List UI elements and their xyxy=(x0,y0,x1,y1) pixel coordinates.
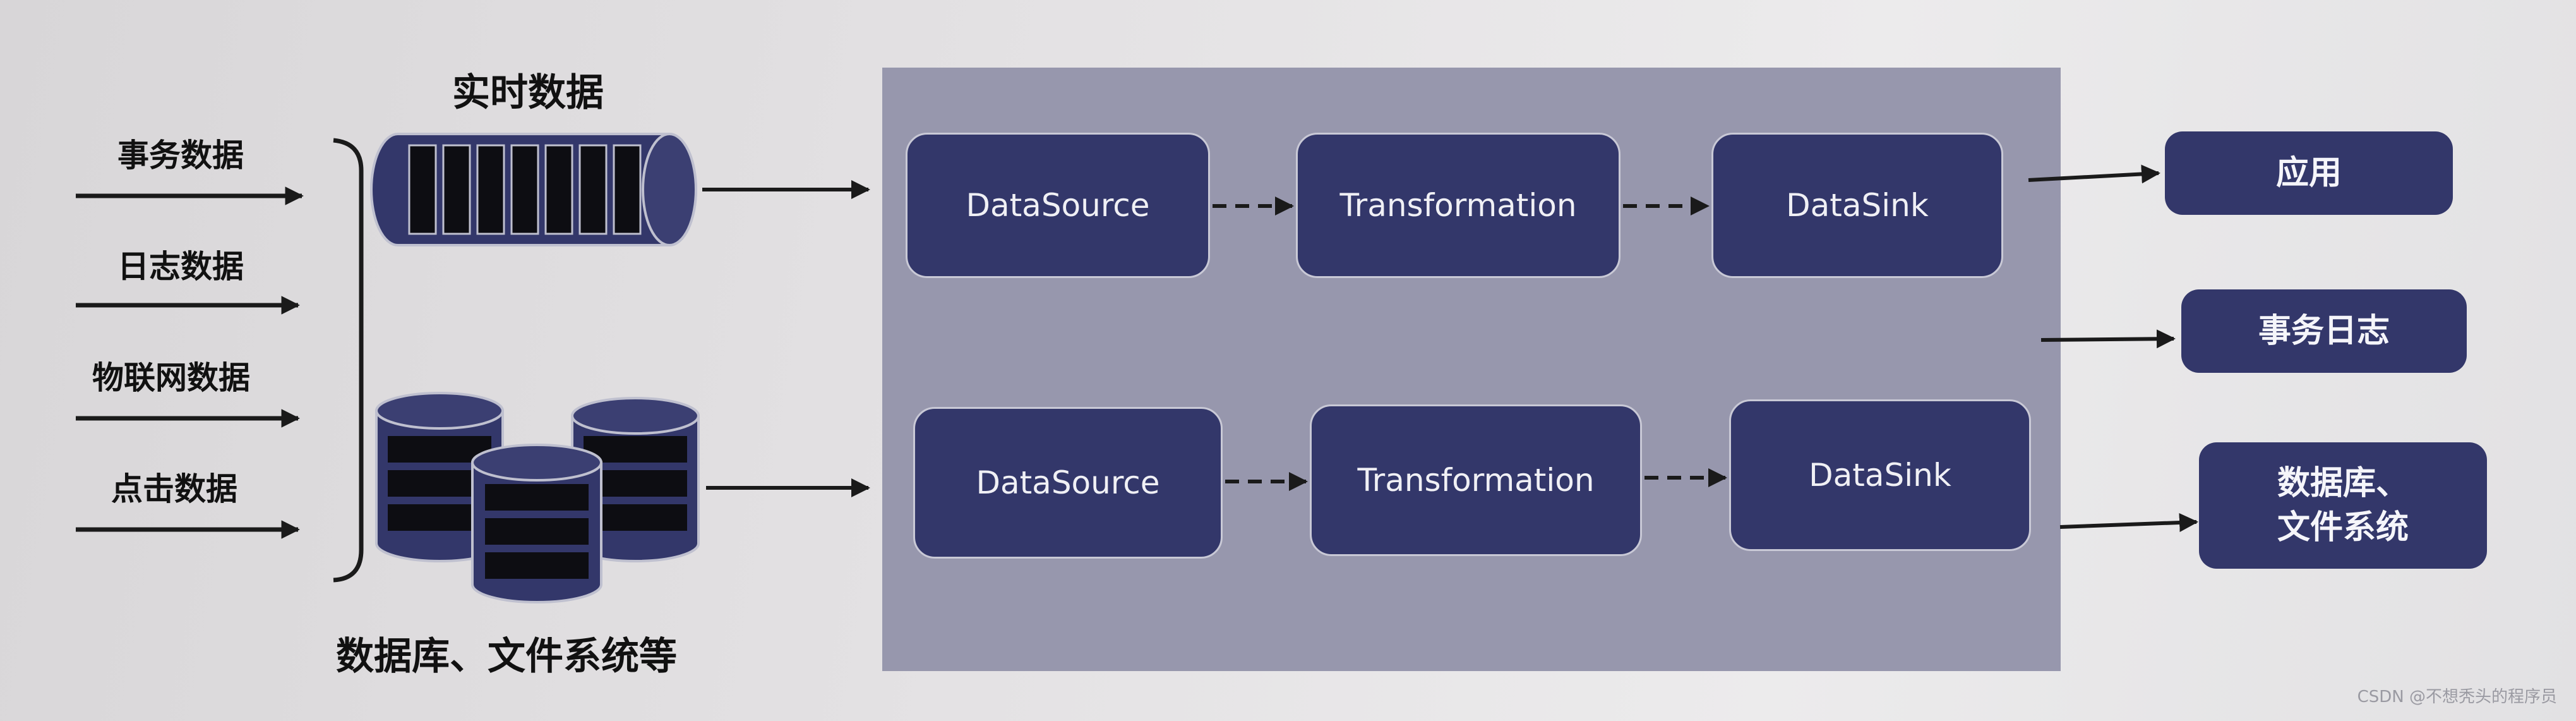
queue-icon xyxy=(370,133,697,246)
transformation-box-1: Transformation xyxy=(1296,133,1620,278)
watermark: CSDN @不想秃头的程序员 xyxy=(2357,688,2557,706)
datasource-box-2: DataSource xyxy=(913,407,1223,559)
source-label-iot: 物联网数据 xyxy=(92,360,250,396)
realtime-data-label: 实时数据 xyxy=(452,71,604,115)
source-brace xyxy=(333,138,364,583)
output-db-box: 数据库、 文件系统 xyxy=(2199,442,2487,569)
datasource-box-1: DataSource xyxy=(906,133,1210,278)
output-db-line-1: 数据库、 xyxy=(2277,464,2409,502)
datasink-box-1: DataSink xyxy=(1711,133,2003,278)
output-arrow-log xyxy=(2040,329,2176,349)
database-label: 数据库、文件系统等 xyxy=(336,634,677,679)
output-db-line-2: 文件系统 xyxy=(2277,509,2409,547)
output-arrow-app xyxy=(2028,164,2160,184)
source-label-click: 点击数据 xyxy=(111,471,237,507)
transformation-box-2: Transformation xyxy=(1310,404,1642,556)
source-label-transaction: 事务数据 xyxy=(117,137,244,174)
output-log-box: 事务日志 xyxy=(2181,289,2467,373)
datasink-box-2: DataSink xyxy=(1729,399,2031,551)
source-label-log: 日志数据 xyxy=(117,248,244,285)
output-arrow-db xyxy=(2059,513,2198,532)
output-app-box: 应用 xyxy=(2165,131,2453,215)
database-icon xyxy=(375,392,700,603)
